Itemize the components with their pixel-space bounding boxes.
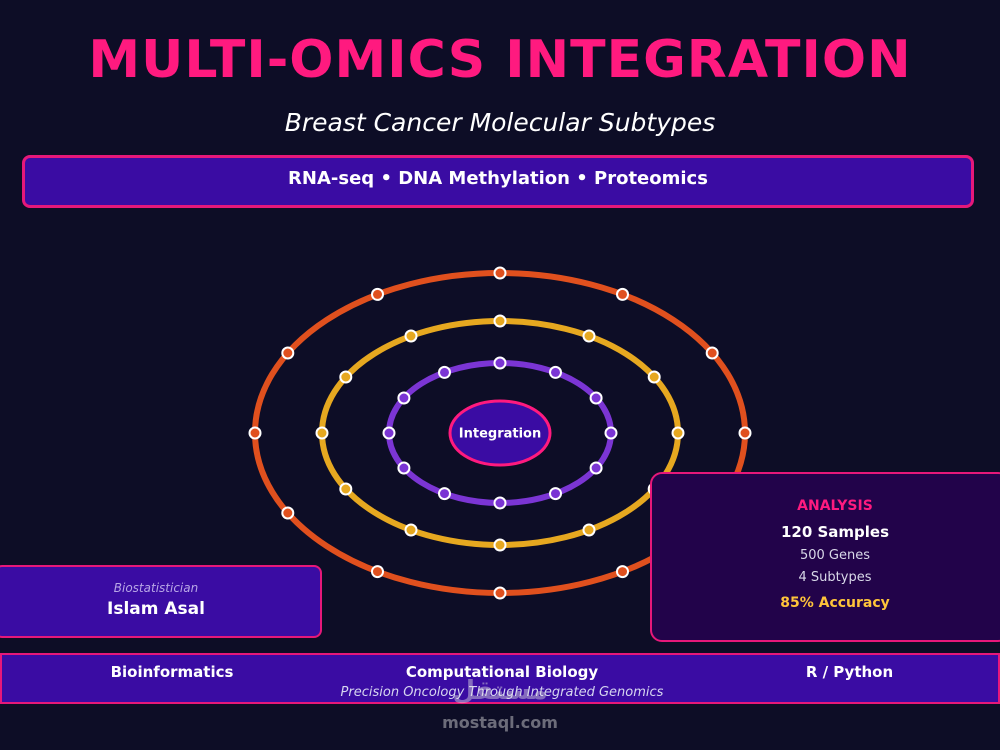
inner-ring-node [589,391,603,405]
inner-ring-node [438,487,451,501]
inner-ring-node [493,356,507,370]
footer-item-r-python: R / Python [805,663,894,681]
analysis-genes: 500 Genes [799,548,871,563]
outer-ring-node [281,346,295,360]
analysis-accuracy: 85% Accuracy [780,595,890,611]
inner-ring-node [549,365,562,379]
footer-item-bioinformatics: Bioinformatics [110,663,234,681]
footer-item-computational-biology: Computational Biology [405,663,599,681]
analysis-panel: ANALYSIS 120 Samples 500 Genes 4 Subtype… [650,472,1000,642]
orbit-nodes [248,266,752,600]
integration-core-label: Integration [459,427,541,442]
integration-core [448,399,552,467]
analysis-samples: 120 Samples [780,523,890,541]
inner-ring-node [438,365,451,379]
outer-ring-node [616,565,629,579]
middle-ring-node [582,523,596,537]
author-name: Islam Asal [107,599,205,619]
middle-ring-node [404,329,418,343]
outer-ring-node [738,426,752,440]
middle-ring-node [315,426,329,440]
page-title: MULTI-OMICS INTEGRATION [88,30,912,90]
footer-tagline: Precision Oncology Through Integrated Ge… [340,685,664,700]
outer-ring-node [371,287,384,301]
outer-ring-node [248,426,262,440]
watermark-logo: مستقل [452,676,548,706]
author-role: Biostatistician [113,581,199,595]
middle-ring-node [493,538,507,552]
middle-ring-node [647,370,661,384]
inner-ring-node [549,487,562,501]
outer-ring-node [371,565,384,579]
page-subtitle: Breast Cancer Molecular Subtypes [284,108,716,137]
author-card: Biostatistician Islam Asal [0,565,322,638]
watermark: مستقل mostaql.com [400,676,600,736]
middle-ring-node [339,370,353,384]
middle-ring-node [404,523,418,537]
outer-ring-node [281,506,295,520]
inner-ring-node [397,461,411,475]
outer-ring-node [705,346,719,360]
inner-ring-node [397,391,411,405]
middle-ring-node [493,314,507,328]
watermark-text: mostaql.com [442,713,558,732]
outer-ring-node [616,287,629,301]
outer-ring-node [493,586,507,600]
middle-ring-node [582,329,596,343]
data-types-text: RNA-seq • DNA Methylation • Proteomics [288,168,708,189]
footer-bar: Bioinformatics Computational Biology R /… [0,653,1000,704]
analysis-title: ANALYSIS [797,498,873,514]
inner-ring-node [493,496,507,510]
inner-ring-node [382,426,396,440]
analysis-subtypes: 4 Subtypes [798,570,872,585]
inner-ring-node [604,426,618,440]
inner-ring-node [589,461,603,475]
data-types-banner: RNA-seq • DNA Methylation • Proteomics [22,155,974,208]
outer-ring-node [493,266,507,280]
middle-ring-node [339,482,353,496]
middle-ring-node [671,426,685,440]
